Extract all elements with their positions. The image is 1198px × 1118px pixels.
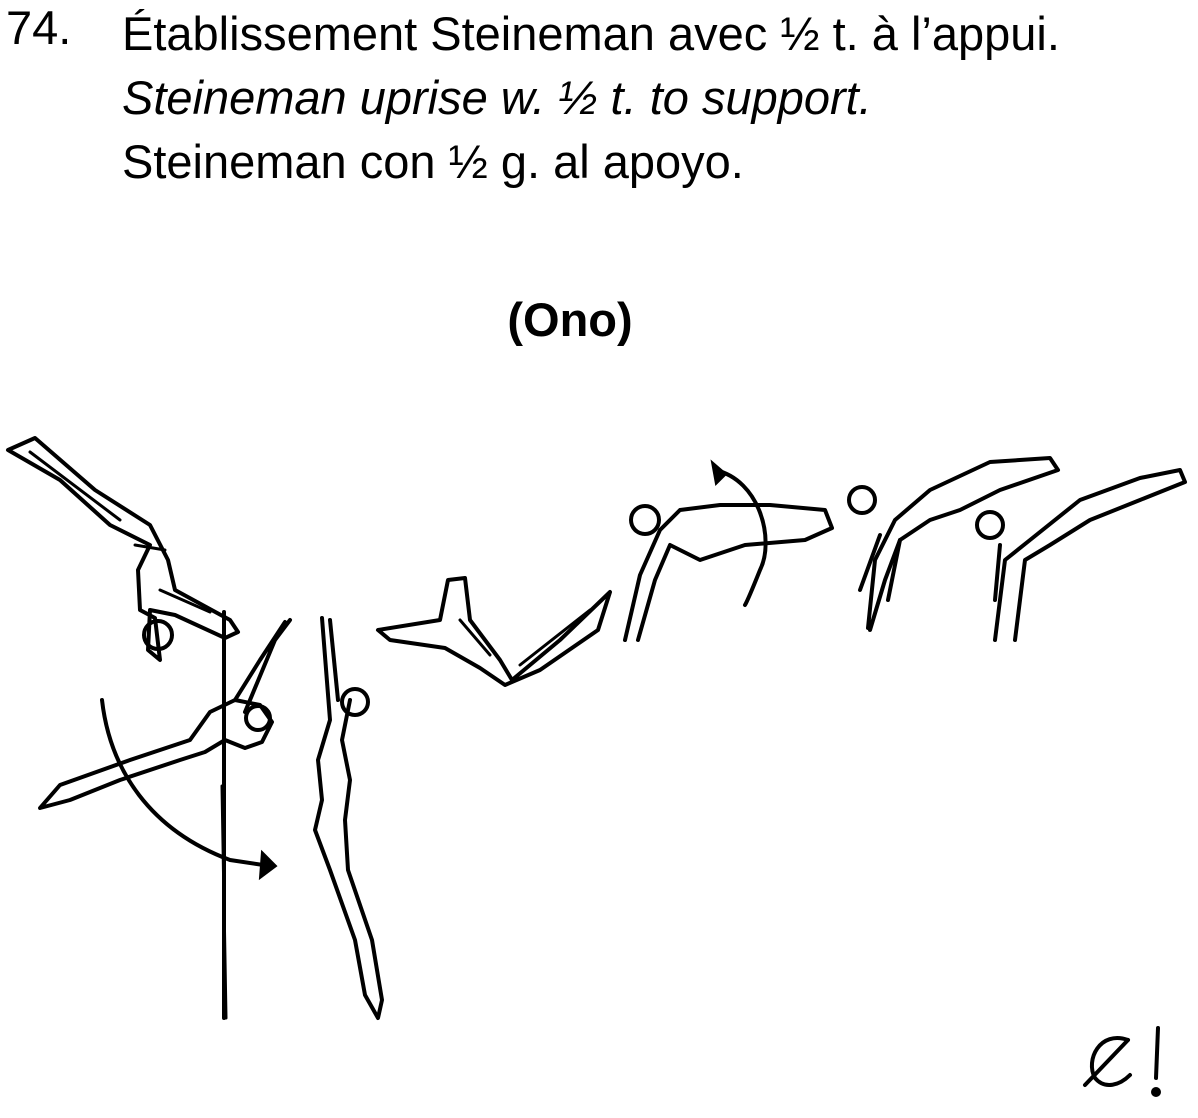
gymnast-figure-1	[8, 438, 238, 660]
gymnast-figure-5	[625, 462, 832, 640]
gymnast-figure-4	[378, 578, 610, 685]
gymnast-figure-3	[315, 618, 382, 1018]
gymnast-figure-7	[977, 470, 1185, 640]
gymnast-figure-2	[40, 620, 290, 878]
value-mark-c-excl	[1085, 1028, 1160, 1096]
